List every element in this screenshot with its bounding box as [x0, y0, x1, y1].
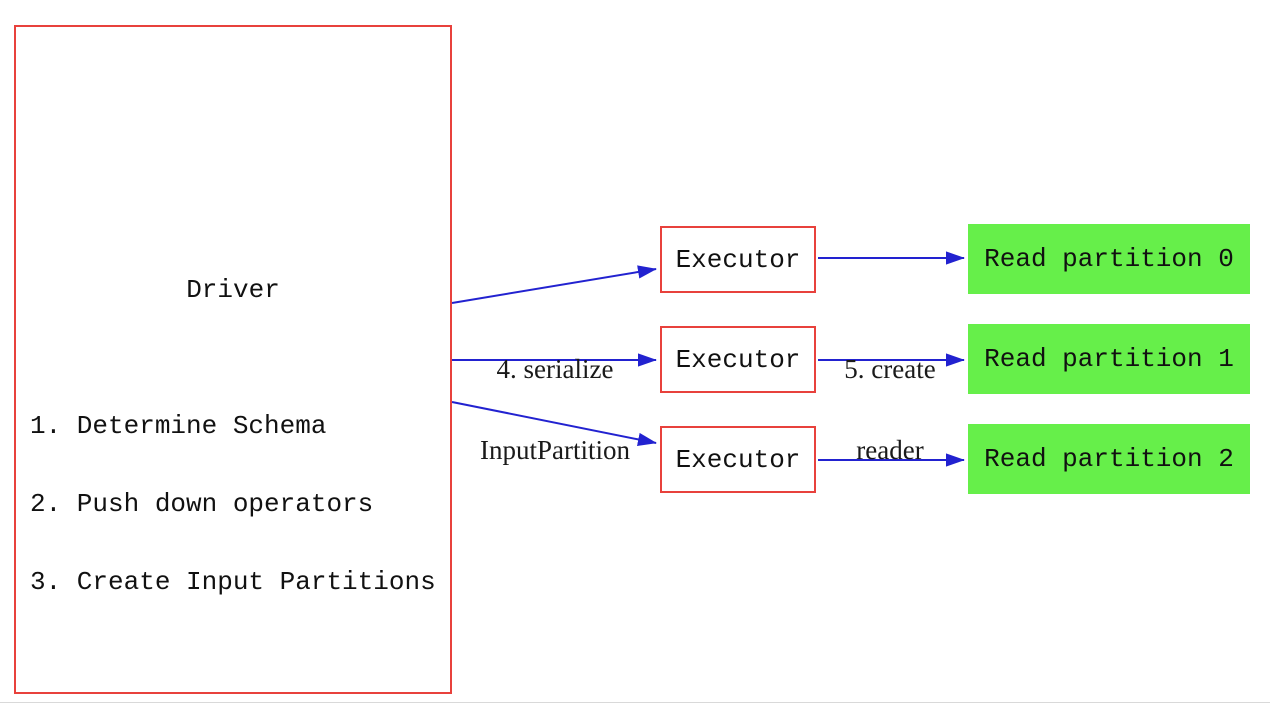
driver-step-2: 2. Push down operators: [30, 489, 374, 519]
edge-label-line: 5. create: [844, 354, 936, 384]
read-partition-node-1: Read partition 1: [968, 324, 1250, 394]
edge-label-line: InputPartition: [480, 435, 630, 465]
read-partition-node-2: Read partition 2: [968, 424, 1250, 494]
driver-step-1: 1. Determine Schema: [30, 411, 327, 441]
read-partition-label: Read partition 2: [984, 444, 1234, 474]
executor-label: Executor: [675, 244, 801, 275]
read-partition-label: Read partition 1: [984, 344, 1234, 374]
executor-node-3: Executor: [660, 426, 816, 493]
edge-label-line: 4. serialize: [496, 354, 614, 384]
driver-step-3: 3. Create Input Partitions: [30, 567, 436, 597]
executor-node-2: Executor: [660, 326, 816, 393]
arrow-driver-to-executor-1: [451, 265, 657, 304]
read-partition-node-0: Read partition 0: [968, 224, 1250, 294]
edge-label-create-reader: 5. create reader: [800, 302, 980, 518]
driver-node: Driver 1. Determine Schema 2. Push down …: [14, 25, 452, 694]
edge-label-serialize-inputpartition: 4. serialize InputPartition: [455, 302, 655, 518]
driver-steps-list: 1. Determine Schema 2. Push down operato…: [30, 361, 436, 647]
edge-label-line: reader: [856, 435, 924, 465]
page-edge-line: [0, 702, 1270, 703]
executor-node-1: Executor: [660, 226, 816, 293]
executor-label: Executor: [675, 444, 801, 475]
executor-label: Executor: [675, 344, 801, 375]
driver-title: Driver: [186, 275, 280, 305]
read-partition-label: Read partition 0: [984, 244, 1234, 274]
